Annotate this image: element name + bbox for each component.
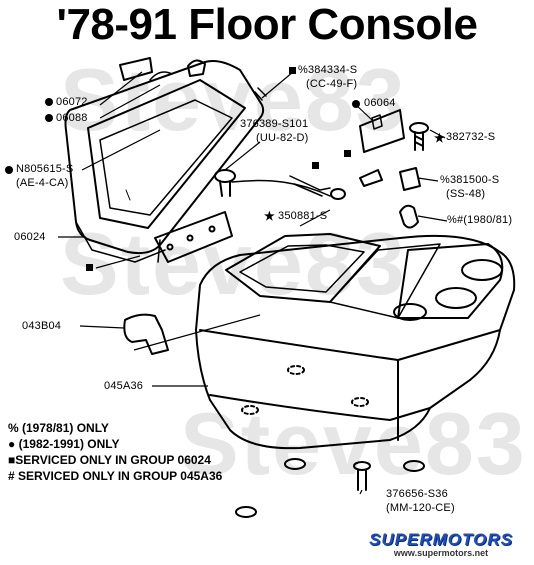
- label-N805615-spec: (AE-4-CA): [16, 177, 69, 189]
- label-384334: %384334-S: [298, 64, 358, 76]
- legend-item-1982-1991: ● (1982-1991) ONLY: [8, 436, 222, 452]
- label-381500-spec: (SS-48): [446, 188, 486, 200]
- legend-item-1978-81: % (1978/81) ONLY: [8, 421, 109, 435]
- label-384334-spec: (CC-49-F): [306, 78, 358, 90]
- legend-item-1982-1991-text: (1982-1991) ONLY: [18, 437, 120, 451]
- bullet-icon: ●: [8, 437, 16, 451]
- legend: % (1978/81) ONLY ● (1982-1991) ONLY ■SER…: [8, 420, 222, 484]
- label-376389: 376389-S101: [240, 118, 309, 130]
- legend-item-group-045A36: # SERVICED ONLY IN GROUP 045A36: [8, 469, 223, 483]
- bottom-screw: [353, 461, 371, 491]
- hinge-plate: [154, 211, 233, 263]
- label-382732: 382732-S: [446, 131, 496, 143]
- bracket-06064: [359, 109, 405, 153]
- supermotors-logo: SUPERMOTORS www.supermotors.net: [356, 530, 526, 560]
- label-350881: 350881-S: [278, 210, 328, 222]
- legend-item-group-06024-text: SERVICED ONLY IN GROUP 06024: [15, 453, 211, 467]
- label-381500: %381500-S: [440, 174, 500, 186]
- svg-text:★: ★: [434, 131, 445, 145]
- label-1980-81: %#(1980/81): [447, 214, 513, 226]
- label-376656: 376656-S36: [386, 488, 448, 500]
- square-icon: ■: [8, 453, 16, 467]
- label-045A36: 045A36: [104, 380, 144, 392]
- label-N805615: N805615-S: [16, 163, 74, 175]
- svg-text:★: ★: [264, 209, 275, 223]
- label-06064: 06064: [364, 97, 396, 109]
- screw-376389: [214, 169, 236, 197]
- page-title: '78-91 Floor Console: [56, 0, 479, 49]
- label-06072: 06072: [56, 96, 88, 108]
- label-06088: 06088: [56, 112, 88, 124]
- legend-item-group-06024: ■SERVICED ONLY IN GROUP 06024: [8, 452, 222, 468]
- label-06024: 06024: [14, 231, 46, 243]
- console-body: [195, 233, 516, 450]
- bolt: [409, 122, 429, 151]
- label-376656-spec: (MM-120-CE): [386, 502, 455, 514]
- console-feet: [235, 365, 425, 518]
- lid-06024: [64, 60, 265, 263]
- logo-name: SUPERMOTORS: [369, 530, 513, 549]
- logo-url: www.supermotors.net: [393, 548, 489, 558]
- latch-clip: [119, 57, 206, 81]
- label-376389-spec: (UU-82-D): [256, 132, 309, 144]
- label-043B04: 043B04: [22, 320, 62, 332]
